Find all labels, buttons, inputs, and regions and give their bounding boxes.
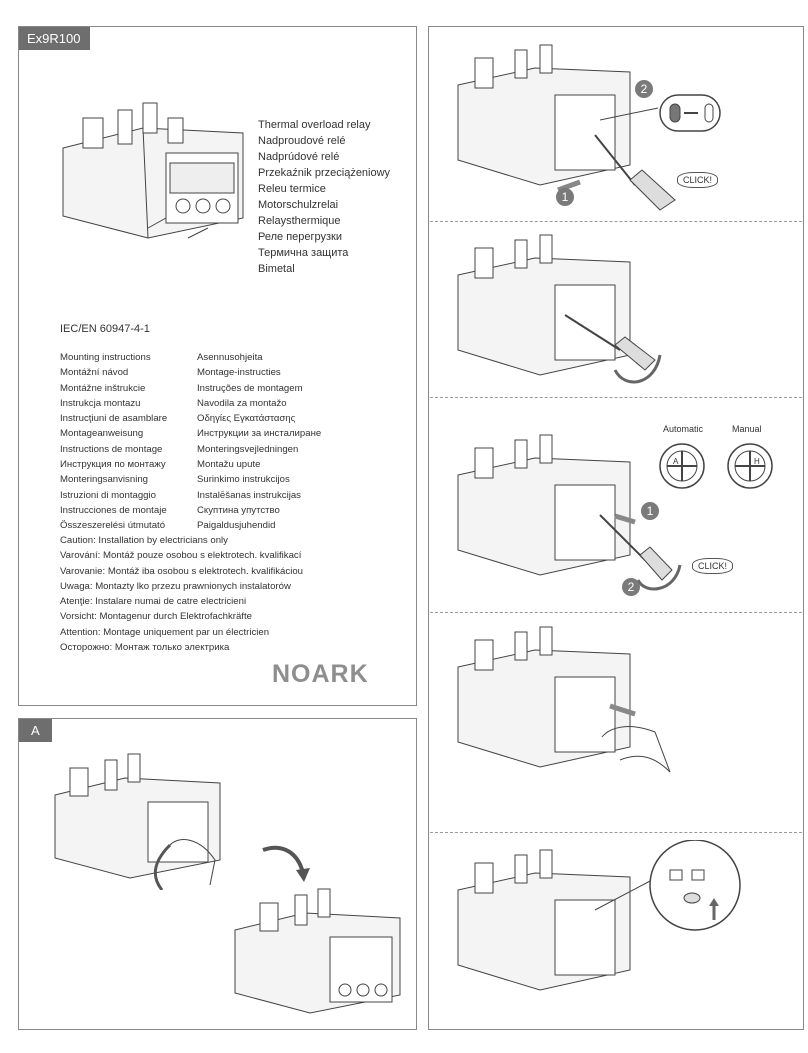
- caution-line: Atenţie: Instalare numai de catre electr…: [60, 596, 247, 608]
- product-name: Реле перегрузки: [258, 231, 343, 243]
- brand-logo: NOARK: [272, 660, 369, 688]
- step4-illustration: [457, 626, 671, 773]
- dial-a-text: A: [673, 457, 679, 466]
- instruction-item: Összeszerelési útmutató: [60, 520, 166, 532]
- instruction-item: Instrucţiuni de asamblare: [60, 413, 168, 425]
- instruction-item: Paigaldusjuhendid: [197, 520, 276, 532]
- instruction-item: Instrucciones de montaje: [60, 504, 167, 516]
- instruction-item: Instructions de montage: [60, 443, 163, 455]
- instruction-item: Οδηγίες Εγκατάστασης: [197, 413, 296, 425]
- divider: [430, 832, 802, 833]
- step-badge-1: 1: [556, 188, 574, 206]
- instruction-item: Montažu upute: [197, 459, 261, 471]
- product-name: Relaysthermique: [258, 215, 341, 227]
- instructions-list-right: Asennusohjeita Montage-instructies Instr…: [197, 350, 321, 534]
- instruction-item: Инструкция по монтажу: [60, 459, 166, 471]
- caution-line: Caution: Installation by electricians on…: [60, 535, 228, 546]
- dial-automatic-icon: A: [659, 443, 705, 489]
- caution-line: Varování: Montáž pouze osobou s elektrot…: [60, 550, 302, 562]
- caution-line: Uwaga: Montazty lko przezu prawnionych i…: [60, 580, 291, 592]
- section-a-tag: A: [19, 719, 52, 742]
- instruction-item: Скуптина упутство: [197, 504, 280, 516]
- instruction-item: Mounting instructions: [60, 352, 151, 363]
- instruction-item: Instruções de montagem: [197, 382, 303, 394]
- step5-illustration: [457, 840, 741, 991]
- curved-arrow: [262, 845, 310, 882]
- product-name: Przekaźnik przeciążeniowy: [258, 167, 391, 179]
- instruction-item: Navodila za montažo: [197, 397, 287, 409]
- dial-manual-icon: H: [727, 443, 773, 489]
- manual-label: Manual: [732, 424, 762, 434]
- product-name: Термична защита: [258, 247, 349, 259]
- caution-block: Caution: Installation by electricians on…: [60, 533, 303, 655]
- product-name: Nadproudové relé: [258, 135, 346, 147]
- step-badge-2: 2: [635, 80, 653, 98]
- caution-line: Осторожно: Монтаж только электрика: [60, 642, 230, 654]
- instruction-item: Istruzioni di montaggio: [60, 489, 156, 501]
- instruction-item: Monteringsvejledningen: [197, 443, 299, 455]
- caution-line: Attention: Montage uniquement par un éle…: [60, 626, 270, 638]
- relay-illustration-mounted: [234, 888, 401, 1014]
- step-badge-2: 2: [622, 578, 640, 596]
- instructions-list-left: Mounting instructions Montážní návod Mon…: [60, 350, 167, 534]
- step2-illustration: [457, 234, 662, 384]
- product-name: Releu termice: [258, 183, 326, 195]
- click-burst: CLICK!: [677, 172, 719, 188]
- caution-line: Vorsicht: Montagenur durch Elektrofachkr…: [60, 611, 252, 623]
- instruction-item: Montageanweisung: [60, 428, 144, 440]
- product-name: Nadprúdové relé: [258, 151, 340, 163]
- step3-illustration: [457, 434, 682, 591]
- divider: [430, 221, 802, 222]
- automatic-label: Automatic: [663, 424, 704, 434]
- model-tag: Ex9R100: [19, 27, 91, 50]
- instruction-item: Monteringsanvisning: [60, 474, 148, 486]
- instruction-item: Surinkimo instrukcijos: [197, 474, 290, 486]
- product-name: Bimetal: [258, 263, 295, 275]
- step-badge-1: 1: [641, 502, 659, 520]
- product-name-list: Thermal overload relay Nadproudové relé …: [258, 117, 390, 277]
- instruction-item: Инструкции за инсталиране: [197, 428, 322, 440]
- instruction-item: Montážne inštrukcie: [60, 382, 146, 394]
- divider: [430, 612, 802, 613]
- standard-label: IEC/EN 60947-4-1: [60, 323, 150, 335]
- step1-illustration: [457, 44, 721, 211]
- instruction-item: Montážní návod: [60, 367, 129, 379]
- instruction-item: Instrukcja montazu: [60, 397, 141, 409]
- divider: [430, 397, 802, 398]
- product-name: Motorschulzrelai: [258, 199, 339, 211]
- instruction-item: Montage-instructies: [197, 367, 281, 379]
- instruction-item: Instalēšanas instrukcijas: [197, 489, 301, 501]
- click-burst: CLICK!: [692, 558, 734, 574]
- relay-illustration-main: [62, 102, 244, 239]
- instruction-item: Asennusohjeita: [197, 352, 263, 363]
- relay-illustration-insert: [54, 753, 221, 890]
- caution-line: Varovanie: Montáž iba osobou s elektrote…: [60, 565, 303, 577]
- product-name: Thermal overload relay: [258, 119, 371, 131]
- dial-h-text: H: [754, 457, 760, 466]
